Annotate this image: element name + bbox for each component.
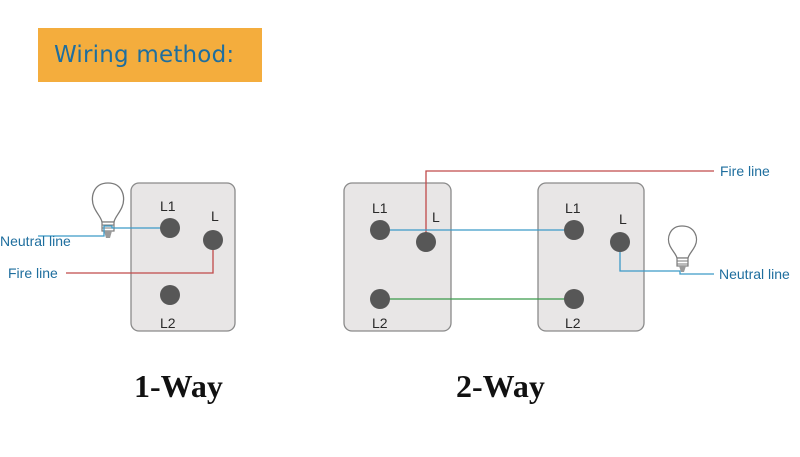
two-way-diagram: L1 L L2 L1 L L2 Fire line Neutral line [343,163,790,332]
terminal-l1 [160,218,180,238]
right-label-l2: L2 [565,315,581,331]
neutral-line-label: Neutral line [719,266,790,282]
bulb-icon [667,225,698,272]
left-terminal-l [416,232,436,252]
fire-wire [425,170,714,242]
wiring-method-header: Wiring method: [38,28,262,82]
right-terminal-l1 [564,220,584,240]
left-label-l2: L2 [372,315,388,331]
left-terminal-l2 [370,289,390,309]
fire-line-label: Fire line [720,163,770,179]
left-switch-plate [343,182,452,332]
neutral-wire [619,242,714,275]
right-terminal-l [610,232,630,252]
neutral-line-label: Neutral line [0,233,71,249]
header-title: Wiring method: [54,42,235,68]
two-way-caption: 2-Way [456,368,545,404]
right-label-l1: L1 [565,200,581,216]
one-way-diagram: L1 L L2 Neutral line Fire line [0,182,236,332]
terminal-l [203,230,223,250]
left-label-l1: L1 [372,200,388,216]
left-label-l: L [432,209,440,225]
right-terminal-l2 [564,289,584,309]
label-l: L [211,208,219,224]
one-way-caption: 1-Way [134,368,223,404]
switch-plate [130,182,236,332]
left-terminal-l1 [370,220,390,240]
fire-line-label: Fire line [8,265,58,281]
fire-wire [66,240,214,274]
label-l2: L2 [160,315,176,331]
bulb-icon [91,182,125,238]
neutral-wire [38,225,170,237]
right-switch-plate [537,182,645,332]
label-l1: L1 [160,198,176,214]
right-label-l: L [619,211,627,227]
terminal-l2 [160,285,180,305]
